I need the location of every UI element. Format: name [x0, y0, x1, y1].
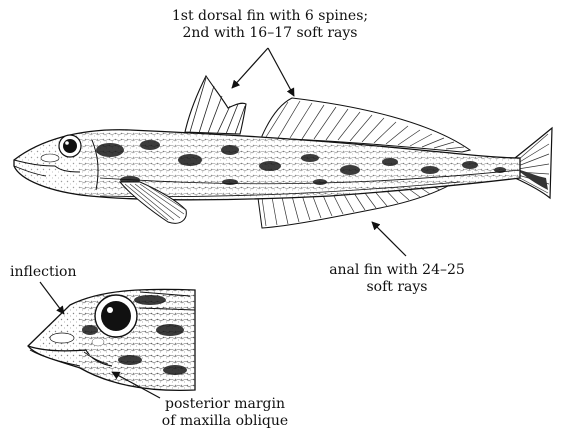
- main-fish: [10, 48, 552, 256]
- dorsal-arrow-2: [268, 48, 294, 96]
- dorsal-fin-label-line2: 2nd with 16–17 soft rays: [150, 25, 390, 42]
- dorsal-arrow-1: [232, 48, 268, 88]
- maxilla-label-line2: of maxilla oblique: [150, 413, 300, 430]
- anal-arrow: [372, 222, 406, 256]
- anal-fin-label-line2: soft rays: [322, 279, 472, 296]
- head-detail: [28, 282, 200, 398]
- inflection-label: inflection: [10, 264, 77, 281]
- anal-fin-label: anal fin with 24–25 soft rays: [322, 262, 472, 296]
- first-dorsal-fin: [185, 76, 246, 134]
- dorsal-fin-label: 1st dorsal fin with 6 spines; 2nd with 1…: [150, 8, 390, 42]
- inflection-arrow: [40, 282, 64, 314]
- dorsal-fin-label-line1: 1st dorsal fin with 6 spines;: [150, 8, 390, 25]
- anal-fin-label-line1: anal fin with 24–25: [322, 262, 472, 279]
- maxilla-label: posterior margin of maxilla oblique: [150, 396, 300, 430]
- maxilla-label-line1: posterior margin: [150, 396, 300, 413]
